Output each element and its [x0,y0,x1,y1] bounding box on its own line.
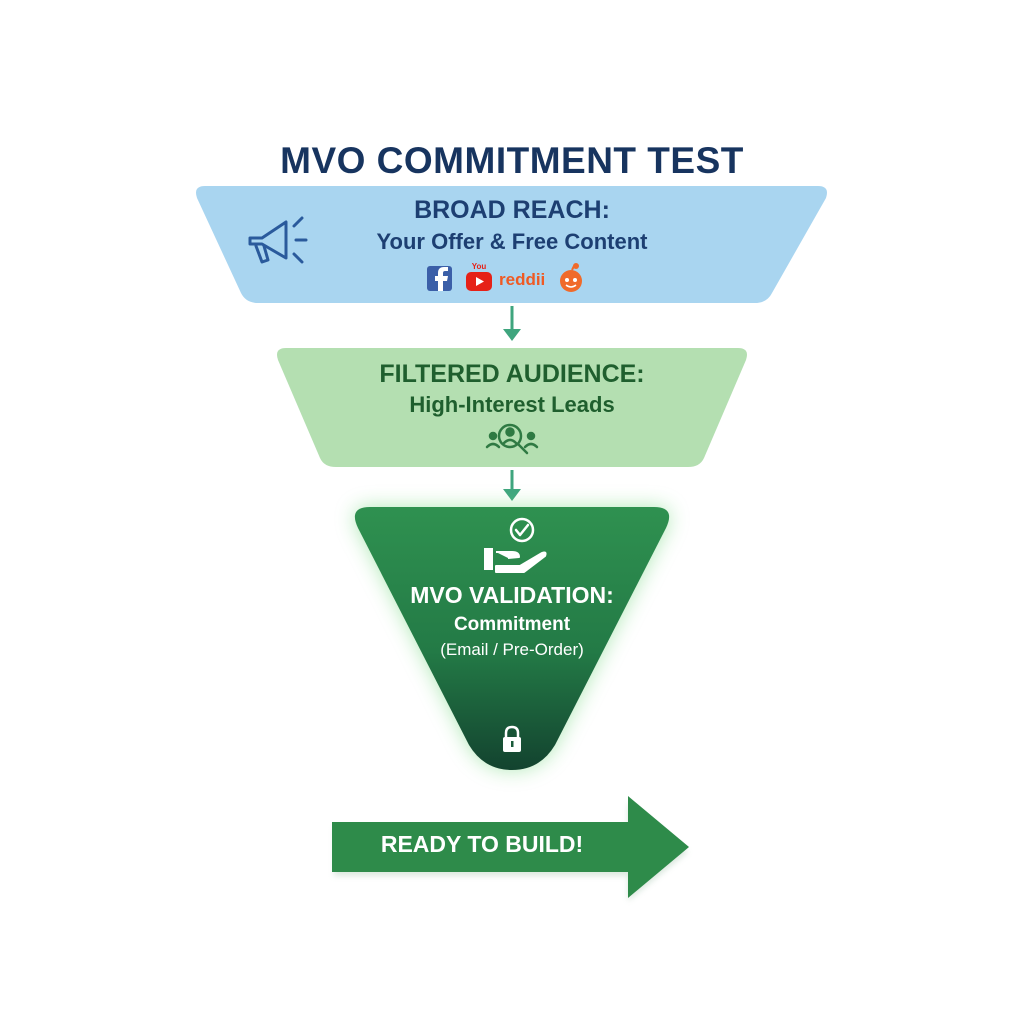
reddit-alien-icon [560,263,582,292]
tier-mvo-validation-shape [354,507,670,770]
youtube-icon-label: You [471,262,487,271]
connector-arrow-1 [503,306,521,341]
tier-broad-reach-heading: BROAD REACH: [414,196,610,224]
youtube-icon [466,272,492,291]
tier-mvo-validation-subtitle: Commitment [453,614,571,635]
page-title: MVO COMMITMENT TEST [280,140,744,181]
connector-arrow-2 [503,470,521,501]
tier-mvo-validation-heading: MVO VALIDATION: [410,582,614,608]
search-people-icon [485,423,539,455]
ready-to-build-arrow[interactable] [332,796,689,898]
hand-check-icon [484,517,547,573]
tier-broad-reach-shape [196,186,827,303]
facebook-icon [427,266,452,291]
tier-filtered-audience-heading: FILTERED AUDIENCE: [379,360,645,388]
megaphone-icon [248,216,308,264]
lock-icon [503,725,521,752]
reddit-icon: reddii [499,270,546,289]
ready-to-build-label[interactable]: READY TO BUILD! [380,831,584,857]
tier-filtered-audience-subtitle: High-Interest Leads [409,392,615,417]
tier-filtered-audience-shape [277,348,747,467]
tier-mvo-validation-note: (Email / Pre-Order) [440,640,584,659]
tier-broad-reach-subtitle: Your Offer & Free Content [376,229,648,254]
